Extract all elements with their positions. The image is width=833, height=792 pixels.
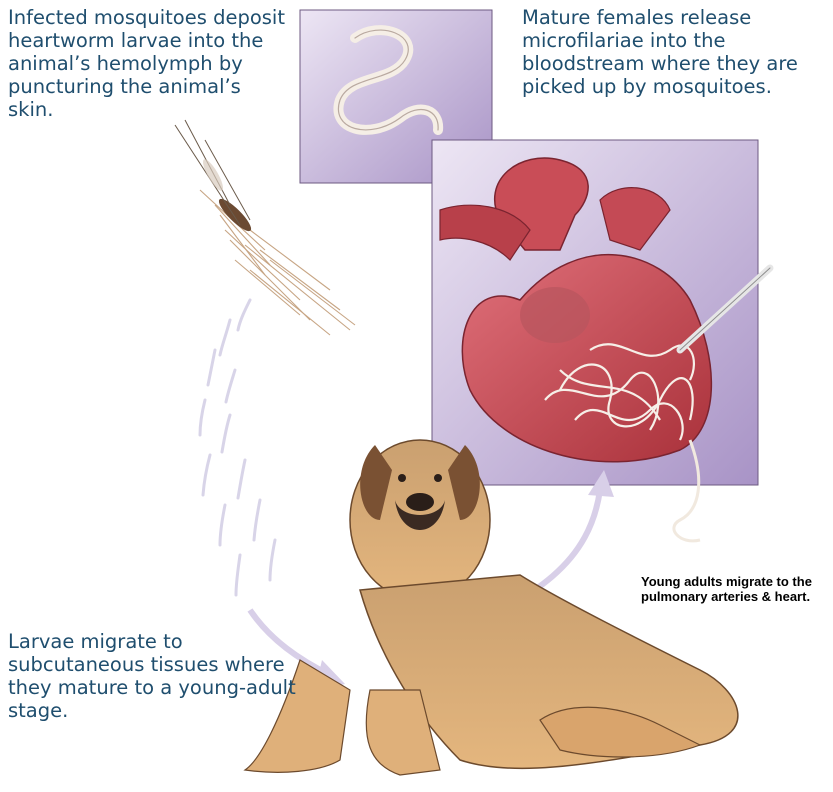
larvae-stream — [200, 300, 275, 595]
dog-illustration — [245, 440, 738, 775]
caption-mosquito-step: Infected mosquitoes deposit heartworm la… — [8, 6, 288, 121]
caption-microfilariae-step: Mature females release microfilariae int… — [522, 6, 822, 98]
heart-panel — [432, 140, 770, 485]
caption-larvae-step: Larvae migrate to subcutaneous tissues w… — [8, 630, 308, 722]
caption-young-adults-step: Young adults migrate to the pulmonary ar… — [641, 574, 831, 604]
